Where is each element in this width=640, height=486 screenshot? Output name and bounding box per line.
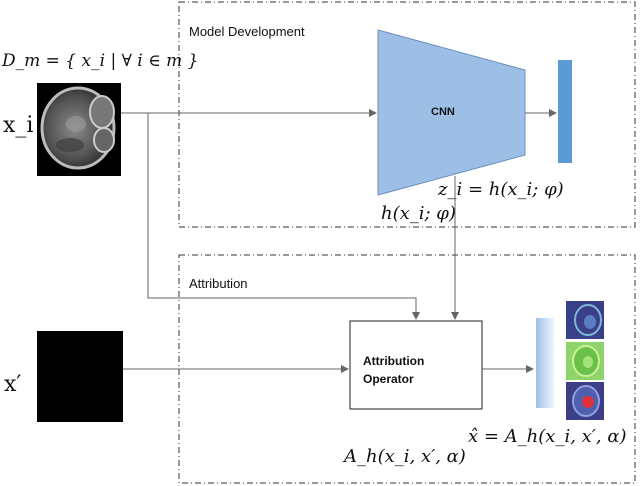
cnn-label: CNN: [431, 106, 455, 118]
model-development-title: Model Development: [189, 24, 305, 39]
operator-label-line2: Operator: [363, 372, 414, 386]
dataset-label: D_m = { x_i | ∀ i ∈ m }: [1, 51, 198, 71]
attribution-map-2: [566, 342, 604, 380]
arrow-input-to-operator: [147, 113, 420, 320]
attribution-map-1: [566, 301, 604, 339]
model-development-section: [178, 1, 636, 228]
model-fn-label: h(x_i; φ): [381, 203, 456, 224]
embedding-vector: [558, 60, 572, 163]
cnn-block: [377, 29, 526, 196]
attribution-operator-box: [349, 320, 483, 410]
input-label: x_i: [3, 113, 33, 138]
output-label: x̂ = A_h(x_i, x′, α): [468, 426, 627, 447]
embedding-label: z_i = h(x_i; φ): [437, 179, 564, 200]
attribution-fn-label: A_h(x_i, x′, α): [342, 446, 466, 467]
operator-label-line1: Attribution: [363, 354, 424, 368]
baseline-image: [37, 331, 123, 422]
input-image: [37, 83, 121, 176]
attribution-vector: [536, 318, 554, 408]
baseline-label: x′: [4, 372, 21, 397]
attribution-title: Attribution: [189, 276, 248, 291]
attribution-map-3: [566, 382, 604, 420]
